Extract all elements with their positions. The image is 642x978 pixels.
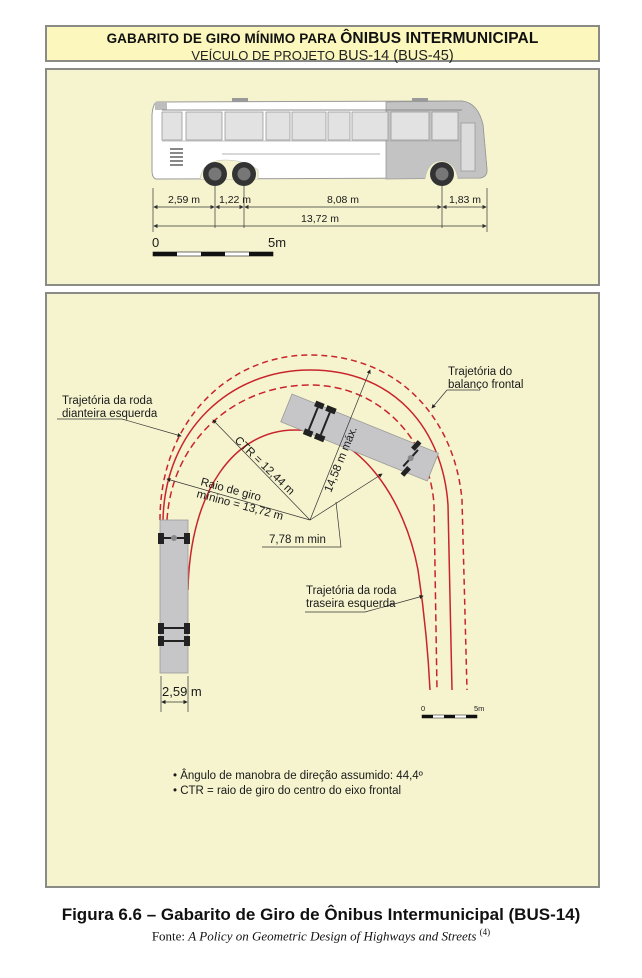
bus-width-dimension: 2,59 m (160, 676, 202, 712)
source-reference: (4) (479, 927, 491, 937)
bus-side-illustration (151, 98, 488, 186)
rear-left-wheel-path (187, 429, 431, 691)
turning-path-diagram: Trajetória da roda dianteira esquerda Tr… (57, 354, 523, 797)
label-rear-left-wheel-line1: Trajetória da roda (306, 585, 397, 597)
figure-subtitle: VEÍCULO DE PROJETO BUS-14 (BUS-45) (47, 48, 598, 64)
note-ctr-definition: • CTR = raio de giro do centro do eixo f… (173, 785, 401, 797)
label-front-left-wheel-line2: dianteira esquerda (62, 408, 158, 420)
side-dimension-lines (152, 186, 488, 232)
bus-plan-turning (280, 393, 440, 482)
label-front-left-wheel-line1: Trajetória da roda (62, 395, 153, 407)
dim-wheelbase: 8,08 m (327, 194, 359, 206)
label-bus-width: 2,59 m (162, 684, 202, 699)
subtitle-emphasis: BUS-14 (BUS-45) (338, 48, 454, 64)
label-front-overhang-line1: Trajetória do (448, 366, 512, 378)
plan-scale-start: 0 (421, 704, 425, 713)
dim-front-overhang: 1,83 m (449, 194, 481, 206)
title-prefix: GABARITO DE GIRO MÍNIMO PARA (106, 31, 337, 46)
side-view-panel: 2,59 m 1,22 m 8,08 m 1,83 m 13,72 m 0 5m (45, 68, 600, 286)
front-left-wheel-path (162, 369, 453, 691)
bus-plan-start (158, 519, 190, 674)
source-title: A Policy on Geometric Design of Highways… (188, 928, 477, 944)
dim-axle-spacing: 1,22 m (219, 194, 251, 206)
rear-wheel-2 (232, 162, 256, 186)
figure-source: Fonte: A Policy on Geometric Design of H… (0, 927, 642, 944)
plan-scale-end: 5m (474, 704, 484, 713)
plan-scale-bar: 0 5m (421, 704, 484, 719)
front-wheel (430, 162, 454, 186)
radius-lines (57, 369, 478, 613)
dim-total-length: 13,72 m (301, 213, 339, 225)
dim-rear-overhang: 2,59 m (168, 194, 200, 206)
figure-caption: Figura 6.6 – Gabarito de Giro de Ônibus … (61, 905, 581, 924)
figure-title: GABARITO DE GIRO MÍNIMO PARA ÔNIBUS INTE… (47, 30, 598, 48)
scale-end-label: 5m (268, 235, 286, 250)
title-box: GABARITO DE GIRO MÍNIMO PARA ÔNIBUS INTE… (45, 25, 600, 64)
label-front-overhang-line2: balanço frontal (448, 379, 523, 391)
title-emphasis: ÔNIBUS INTERMUNICIPAL (340, 30, 539, 47)
source-prefix: Fonte: (151, 928, 189, 944)
note-steering-angle: • Ângulo de manobra de direção assumido:… (173, 769, 424, 782)
rear-wheel-1 (203, 162, 227, 186)
turning-template-panel: Trajetória da roda dianteira esquerda Tr… (45, 292, 600, 888)
front-overhang-path (159, 354, 468, 691)
bus-side-view: 2,59 m 1,22 m 8,08 m 1,83 m 13,72 m 0 5m (151, 98, 488, 257)
label-rear-left-wheel-line2: traseira esquerda (306, 598, 396, 610)
subtitle-prefix: VEÍCULO DE PROJETO (191, 48, 335, 63)
label-inner-radius: 7,78 m min (269, 534, 326, 546)
side-scale-bar: 0 5m (152, 235, 286, 257)
scale-start-label: 0 (152, 235, 159, 250)
